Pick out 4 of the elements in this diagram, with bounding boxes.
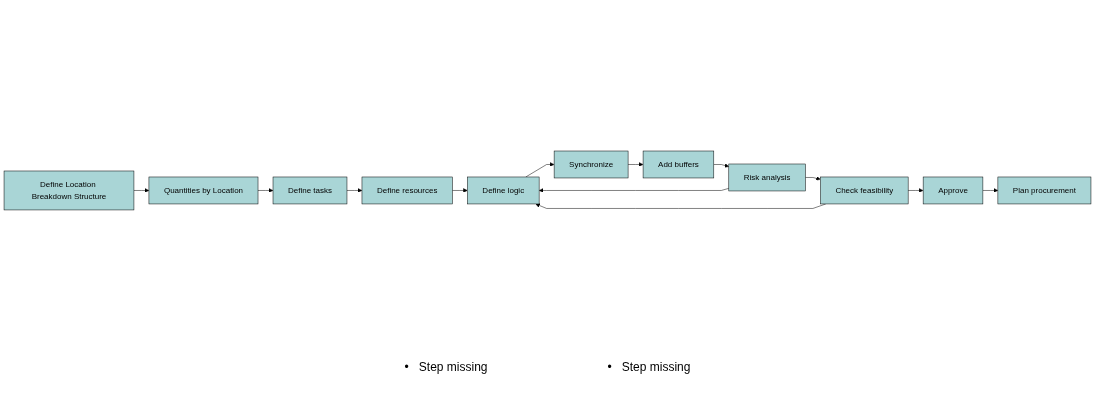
bullet: • — [404, 360, 409, 374]
note: Step missing — [418, 360, 488, 374]
note: Step missing — [621, 360, 691, 374]
bullet: • — [607, 360, 612, 374]
